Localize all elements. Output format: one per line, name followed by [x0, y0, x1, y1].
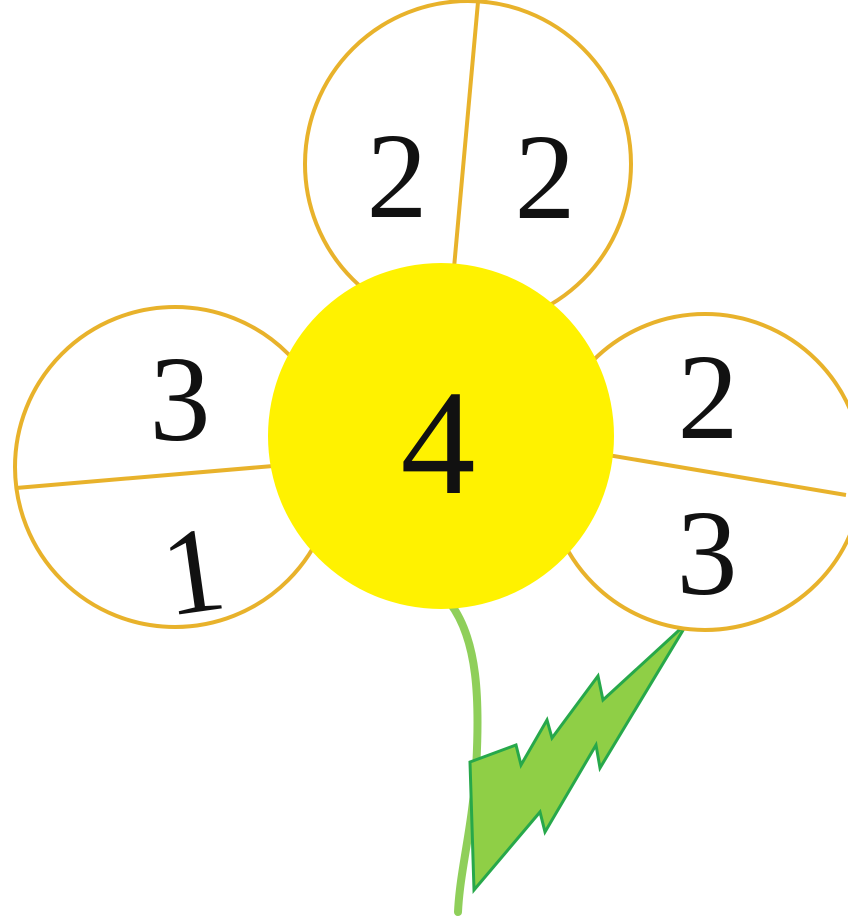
- petal-right-upper-number: 2: [678, 330, 739, 465]
- petal-top-left-number: 2: [367, 109, 428, 244]
- center-number: 4: [401, 360, 476, 526]
- petal-top-right-number: 2: [515, 110, 576, 245]
- petal-right-lower-number: 3: [677, 486, 738, 621]
- leaf: [470, 622, 688, 890]
- flower-center: 4: [268, 263, 614, 609]
- petal-left-upper-number: 3: [150, 332, 211, 467]
